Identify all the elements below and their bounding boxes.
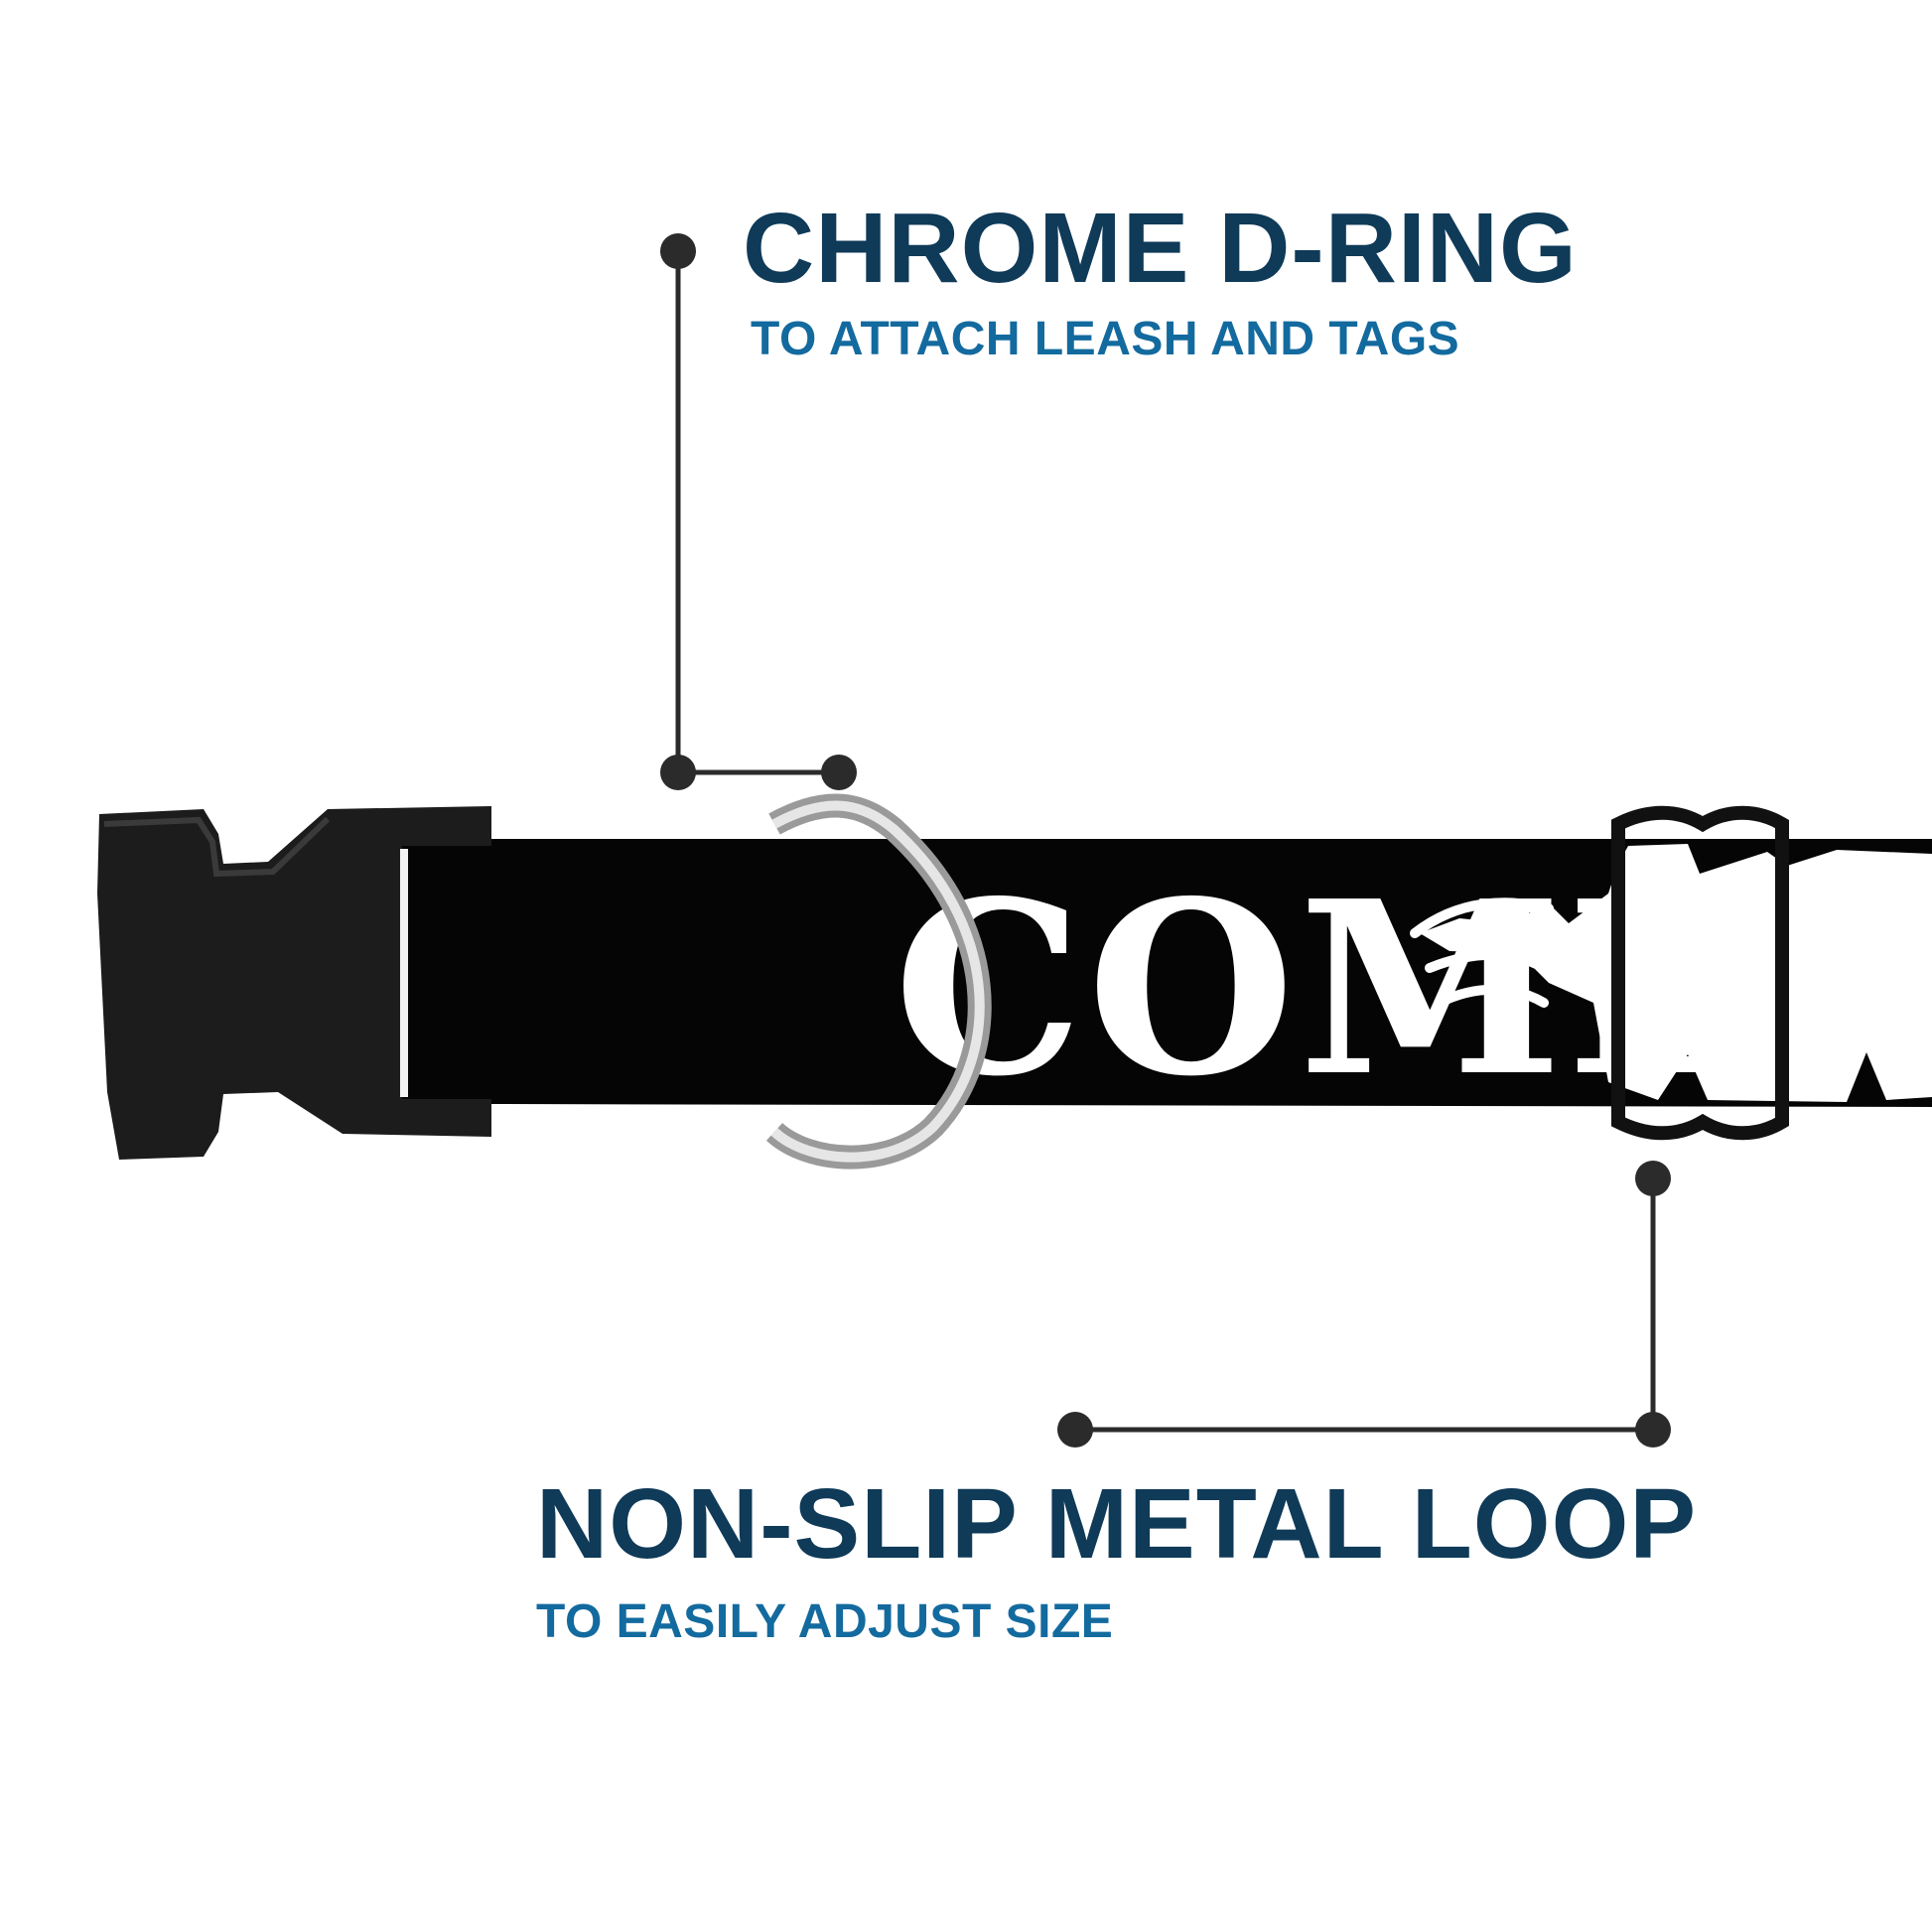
collar-strap — [477, 839, 1932, 1107]
d-ring — [765, 793, 992, 1170]
adjustment-loop — [1611, 805, 1789, 1141]
d-ring-leader-line — [660, 233, 857, 790]
d-ring-title: CHROME D-RING — [743, 193, 1578, 304]
loop-title: NON-SLIP METAL LOOP — [536, 1468, 1698, 1580]
d-ring-subtitle: TO ATTACH LEASH AND TAGS — [751, 313, 1460, 365]
buckle — [97, 806, 491, 1160]
loop-leader-line — [1057, 1161, 1671, 1448]
strap-print-text: COME — [894, 849, 1752, 1129]
loop-subtitle: TO EASILY ADJUST SIZE — [536, 1595, 1114, 1648]
strap-print-claws — [1410, 897, 1554, 1008]
